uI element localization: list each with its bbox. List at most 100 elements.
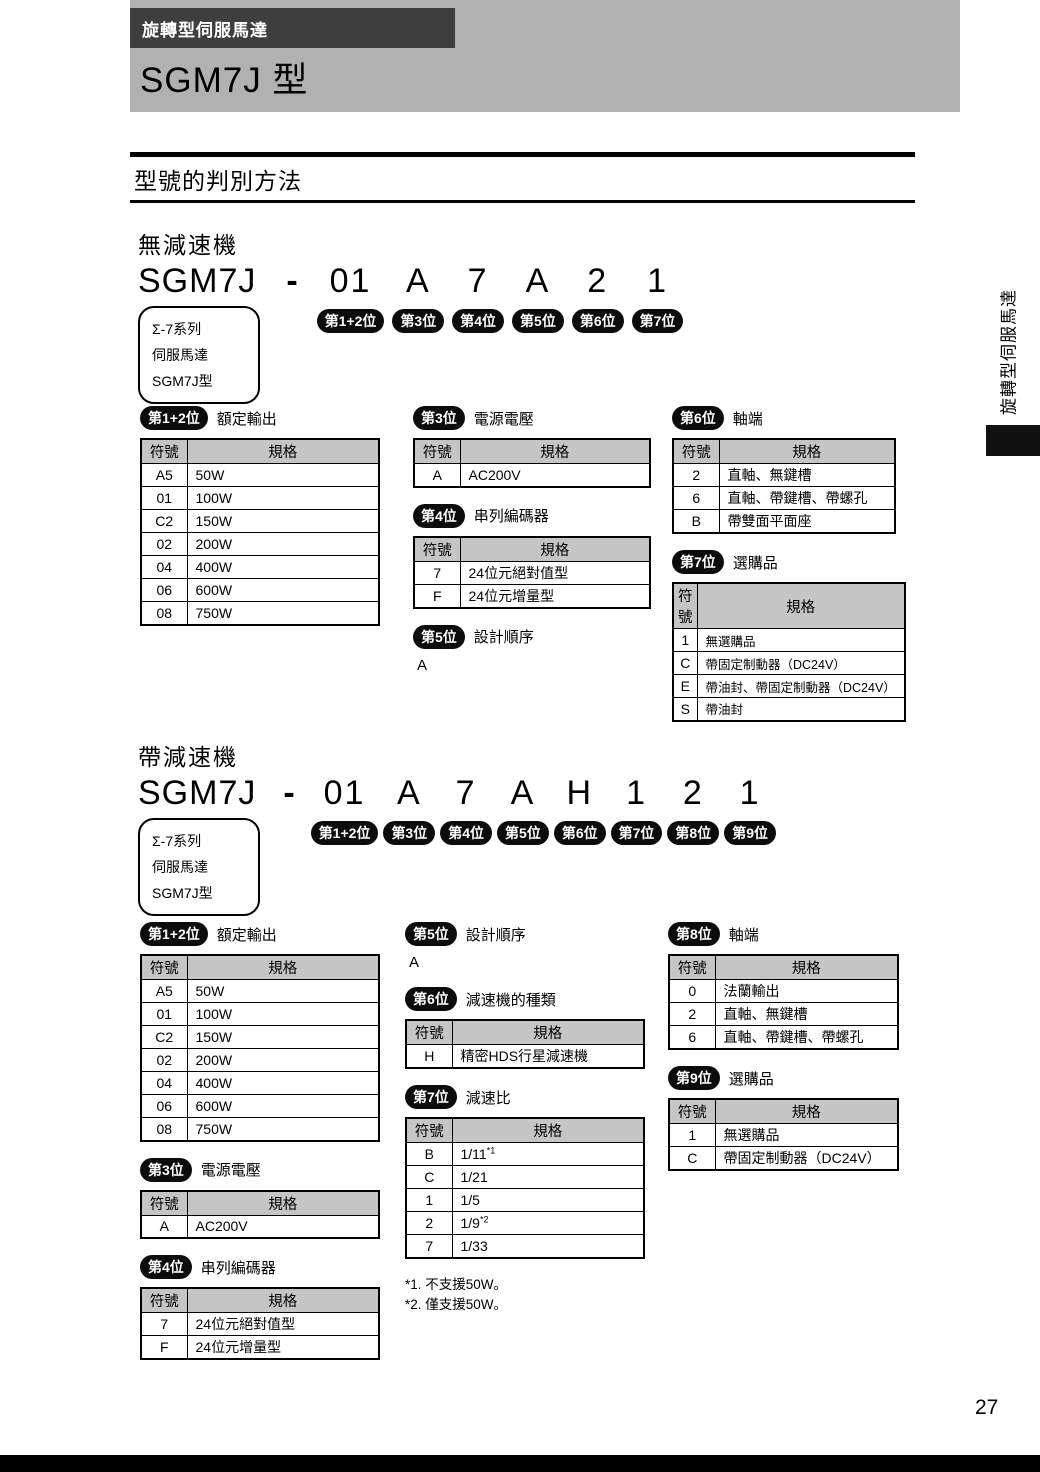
spec-cell: 600W <box>186 1094 380 1118</box>
symbol-cell: 1 <box>405 1188 453 1212</box>
digit-badge: 第4位 <box>413 503 465 528</box>
symbol-cell: A <box>140 1214 188 1239</box>
symbol-cell: 04 <box>140 555 188 579</box>
col-header-spec: 規格 <box>459 438 651 464</box>
spec-cell: 帶固定制動器（DC24V） <box>696 651 906 675</box>
digit-badge: 第7位 <box>610 820 663 845</box>
digit-badge: 第7位 <box>631 308 684 333</box>
no-gear-heading: 無減速機 <box>138 232 238 258</box>
col-header-spec: 規格 <box>459 536 651 562</box>
model-char: A <box>510 774 536 812</box>
col-header-symbol: 符號 <box>405 1117 453 1143</box>
spec-cell: 直軸、帶鍵槽、帶螺孔 <box>718 486 896 510</box>
digit-badge: 第1+2位 <box>310 820 379 845</box>
series-box: Σ-7系列 伺服馬達 SGM7J型 <box>138 306 260 404</box>
model-prefix: SGM7J <box>138 774 257 812</box>
spec-cell: 24位元增量型 <box>186 1335 380 1360</box>
spec-cell: 400W <box>186 555 380 579</box>
block-design-order: 第5位 設計順序 A <box>413 624 651 674</box>
digit-badge: 第3位 <box>140 1157 192 1182</box>
spec-cell: 直軸、帶鍵槽、帶螺孔 <box>714 1025 899 1050</box>
digit-label: 減速機的種類 <box>465 991 556 1009</box>
col-header-symbol: 符號 <box>413 438 461 464</box>
col-header-symbol: 符號 <box>413 536 461 562</box>
model-char: 1 <box>626 774 647 812</box>
digit-badge: 第6位 <box>672 406 724 430</box>
symbol-cell: F <box>140 1335 188 1360</box>
digit-label: 串列編碼器 <box>473 508 549 525</box>
digit-label: 減速比 <box>465 1089 511 1107</box>
model-segment: A 第5位 <box>512 263 564 333</box>
spec-cell: 直軸、無鍵槽 <box>718 463 896 487</box>
footnote-2: *2. 僅支援50W。 <box>405 1296 508 1312</box>
digit-badge: 第8位 <box>668 922 720 946</box>
symbol-cell: S <box>672 697 698 721</box>
category-tab-label: 旋轉型伺服馬達 <box>142 20 268 40</box>
symbol-cell: 7 <box>405 1234 453 1258</box>
spec-cell: 法蘭輸出 <box>714 979 899 1003</box>
model-segment: 7 第4位 <box>440 775 493 845</box>
symbol-cell: E <box>672 674 698 698</box>
digit-label: 選購品 <box>732 554 778 572</box>
spec-cell: 無選購品 <box>714 1123 899 1147</box>
symbol-cell: 06 <box>140 578 188 602</box>
spec-cell: 150W <box>186 509 380 533</box>
symbol-cell: 0 <box>668 979 716 1003</box>
digit-badge: 第9位 <box>668 1066 720 1090</box>
symbol-cell: F <box>413 583 461 608</box>
model-char: 2 <box>682 774 704 812</box>
series-line: 伺服馬達 <box>152 858 208 875</box>
spec-cell: 600W <box>186 578 380 602</box>
model-segment: 1 第7位 <box>610 774 663 845</box>
col-header-spec: 規格 <box>451 1019 645 1045</box>
digit-badge: 第6位 <box>553 820 606 845</box>
section-title: 型號的判別方法 <box>130 152 915 203</box>
col-header-spec: 規格 <box>186 954 380 980</box>
digit-badge: 第7位 <box>672 550 724 574</box>
spec-cell: 24位元絕對值型 <box>459 560 651 585</box>
side-index-tab <box>986 425 1040 456</box>
digit-badge: 第9位 <box>724 820 777 845</box>
digit-badge: 第4位 <box>452 308 505 333</box>
symbol-cell: 2 <box>405 1211 453 1235</box>
digit-badge: 第3位 <box>392 308 445 333</box>
symbol-cell: C2 <box>140 1025 188 1049</box>
digit-label: 設計順序 <box>473 629 534 646</box>
col-header-symbol: 符號 <box>405 1019 453 1045</box>
model-char: 7 <box>467 262 489 300</box>
series-line: SGM7J型 <box>152 372 213 389</box>
spec-cell: 100W <box>186 1002 380 1026</box>
symbol-cell: B <box>672 509 720 534</box>
digit-label: 電源電壓 <box>200 1162 261 1179</box>
digit-badge: 第5位 <box>512 308 564 333</box>
model-segment: 2 第6位 <box>571 263 624 333</box>
symbol-cell: 04 <box>140 1071 188 1095</box>
digit-label: 串列編碼器 <box>200 1259 276 1277</box>
footnote-1: *1. 不支援50W。 <box>405 1276 508 1292</box>
spec-cell: 50W <box>186 979 380 1003</box>
symbol-cell: C <box>672 651 698 675</box>
model-segment: A 第3位 <box>383 775 436 845</box>
model-number-with-gear: SGM7J - 01 第1+2位 A 第3位 7 第4位 A 第5位 H 第6位… <box>138 774 777 845</box>
